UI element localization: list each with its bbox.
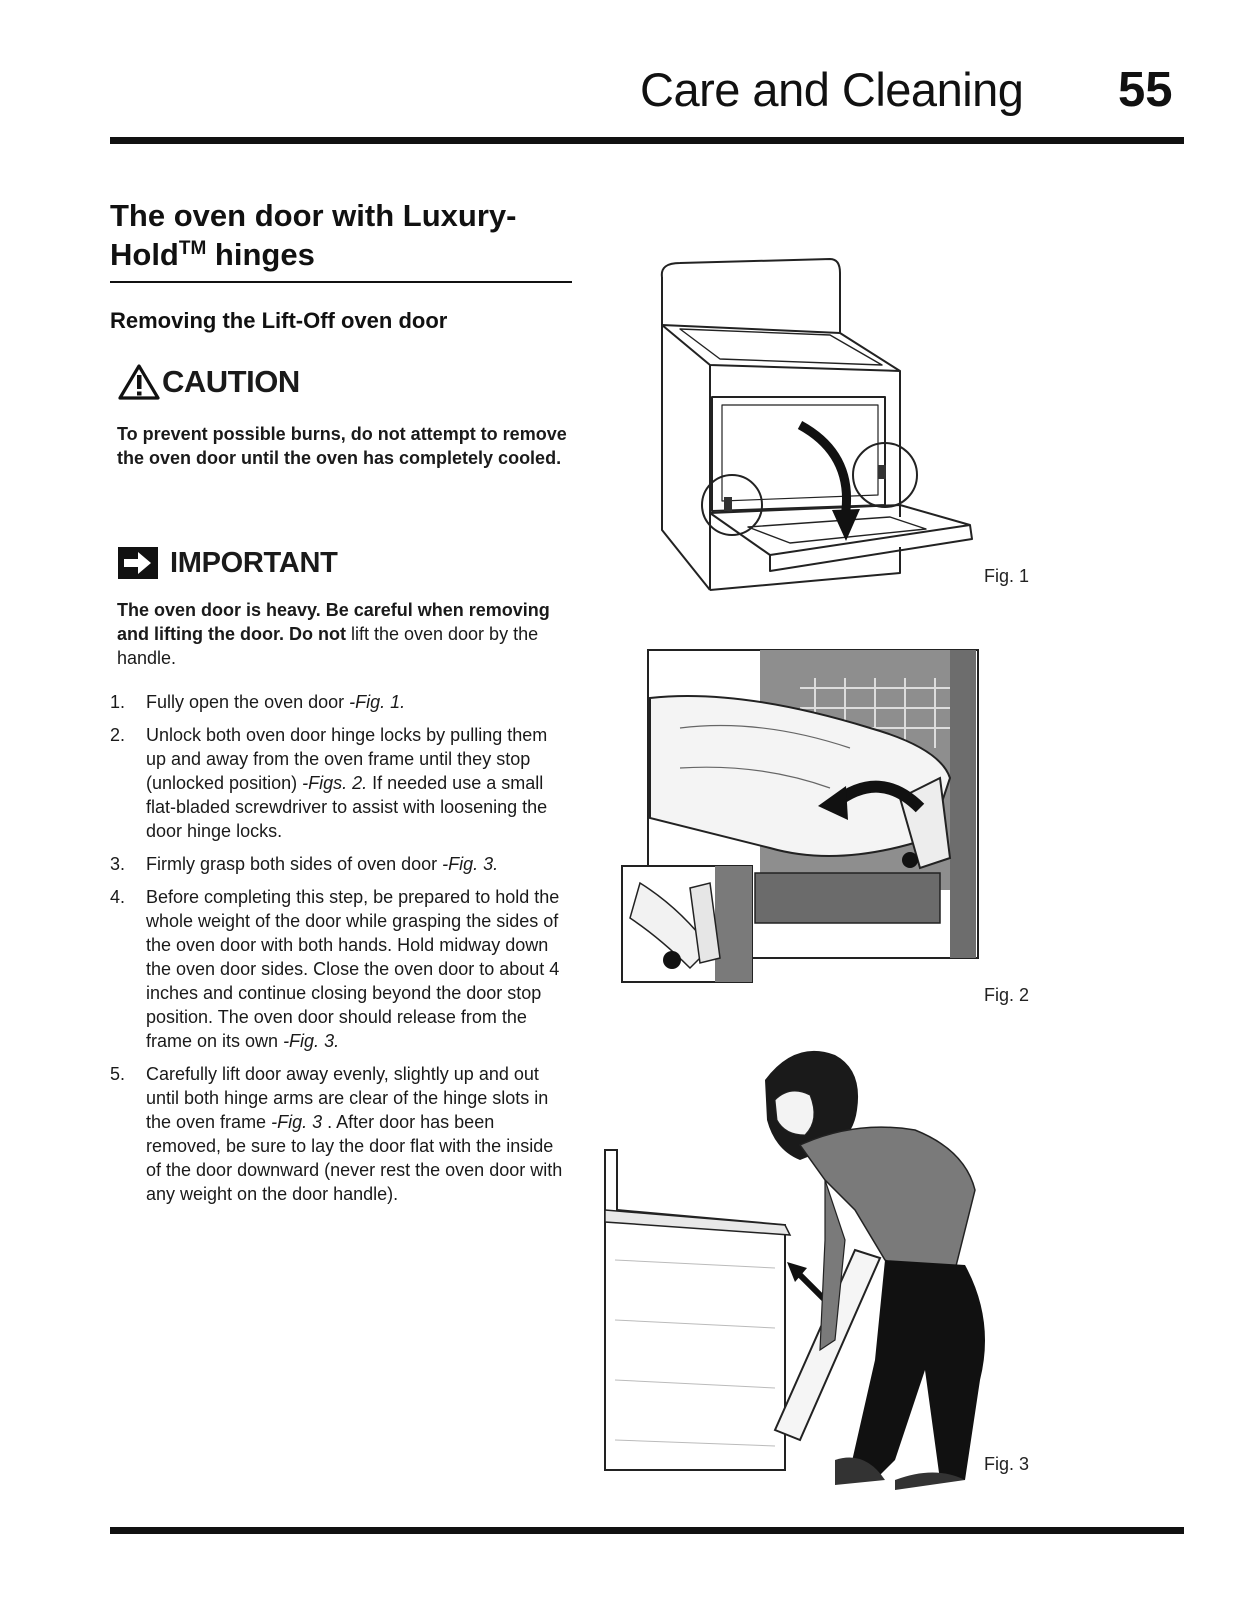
- figure-3-illustration: [604, 1050, 985, 1490]
- step-text: Before completing this step, be prepared…: [146, 885, 570, 1053]
- header-rule: [110, 137, 1184, 144]
- page-number: 55: [1118, 63, 1173, 117]
- important-text: The oven door is heavy. Be careful when …: [117, 598, 567, 670]
- important-label: IMPORTANT: [170, 546, 338, 579]
- steps-list: 1. Fully open the oven door -Fig. 1. 2. Un…: [110, 690, 570, 1215]
- section-rule: [110, 281, 572, 283]
- footer-rule: [110, 1527, 1184, 1534]
- list-item: 2. Unlock both oven door hinge locks by p…: [110, 723, 570, 843]
- figure-1-illustration: [660, 258, 973, 591]
- caution-heading: CAUTION: [118, 362, 300, 402]
- page-header-title: Care and Cleaning: [640, 63, 1024, 116]
- warning-triangle-icon: [118, 364, 160, 400]
- figure-reference: -Fig. 1.: [349, 692, 406, 712]
- important-heading: IMPORTANT: [118, 545, 338, 581]
- figure-2-illustration: [621, 649, 979, 983]
- caution-text: To prevent possible burns, do not attemp…: [117, 424, 567, 468]
- section-title-end: hinges: [206, 237, 315, 272]
- step-text: Carefully lift door away evenly, slightl…: [146, 1062, 570, 1206]
- trademark-mark: TM: [178, 238, 207, 259]
- step-number: 4.: [110, 887, 126, 907]
- step-body: Firmly grasp both sides of oven door: [146, 854, 443, 874]
- step-tail: If needed use a small flat-bladed screwd…: [146, 773, 548, 841]
- figure-reference: -Fig. 3: [271, 1112, 323, 1132]
- step-text: Unlock both oven door hinge locks by pul…: [146, 723, 570, 843]
- figure-reference: -Figs. 2.: [302, 773, 368, 793]
- arrow-right-icon: [118, 547, 158, 579]
- important-normal-text: lift the oven door by the handle.: [117, 624, 539, 668]
- section-title-main: The oven door with Luxury-Hold: [110, 198, 517, 272]
- step-body: Fully open the oven door: [146, 692, 350, 712]
- step-text: Firmly grasp both sides of oven door -Fi…: [146, 852, 570, 876]
- step-number: 1.: [110, 692, 126, 712]
- figure-reference: -Fig. 3.: [442, 854, 499, 874]
- list-item: 1. Fully open the oven door -Fig. 1.: [110, 690, 570, 714]
- figure-3-caption: Fig. 3: [984, 1454, 1030, 1474]
- step-number: 5.: [110, 1064, 126, 1084]
- step-tail: . After door has been removed, be sure t…: [146, 1112, 563, 1204]
- important-bold-text: The oven door is heavy. Be careful when …: [117, 600, 550, 644]
- step-body: Carefully lift door away evenly, slightl…: [146, 1064, 549, 1132]
- figure-1-caption: Fig. 1: [984, 566, 1030, 586]
- step-text: Fully open the oven door -Fig. 1.: [146, 690, 570, 714]
- caution-label: CAUTION: [162, 364, 300, 399]
- list-item: 4. Before completing this step, be prepar…: [110, 885, 570, 1053]
- step-number: 2.: [110, 725, 126, 745]
- step-body: Before completing this step, be prepared…: [146, 887, 560, 1051]
- list-item: 3. Firmly grasp both sides of oven door -…: [110, 852, 570, 876]
- step-body: Unlock both oven door hinge locks by pul…: [146, 725, 548, 793]
- list-item: 5. Carefully lift door away evenly, sligh…: [110, 1062, 570, 1206]
- figure-reference: -Fig. 3.: [283, 1031, 340, 1051]
- section-title: The oven door with Luxury-HoldTM hinges: [110, 196, 570, 274]
- subsection-title: Removing the Lift-Off oven door: [110, 308, 448, 333]
- step-number: 3.: [110, 854, 126, 874]
- figure-2-caption: Fig. 2: [984, 985, 1030, 1005]
